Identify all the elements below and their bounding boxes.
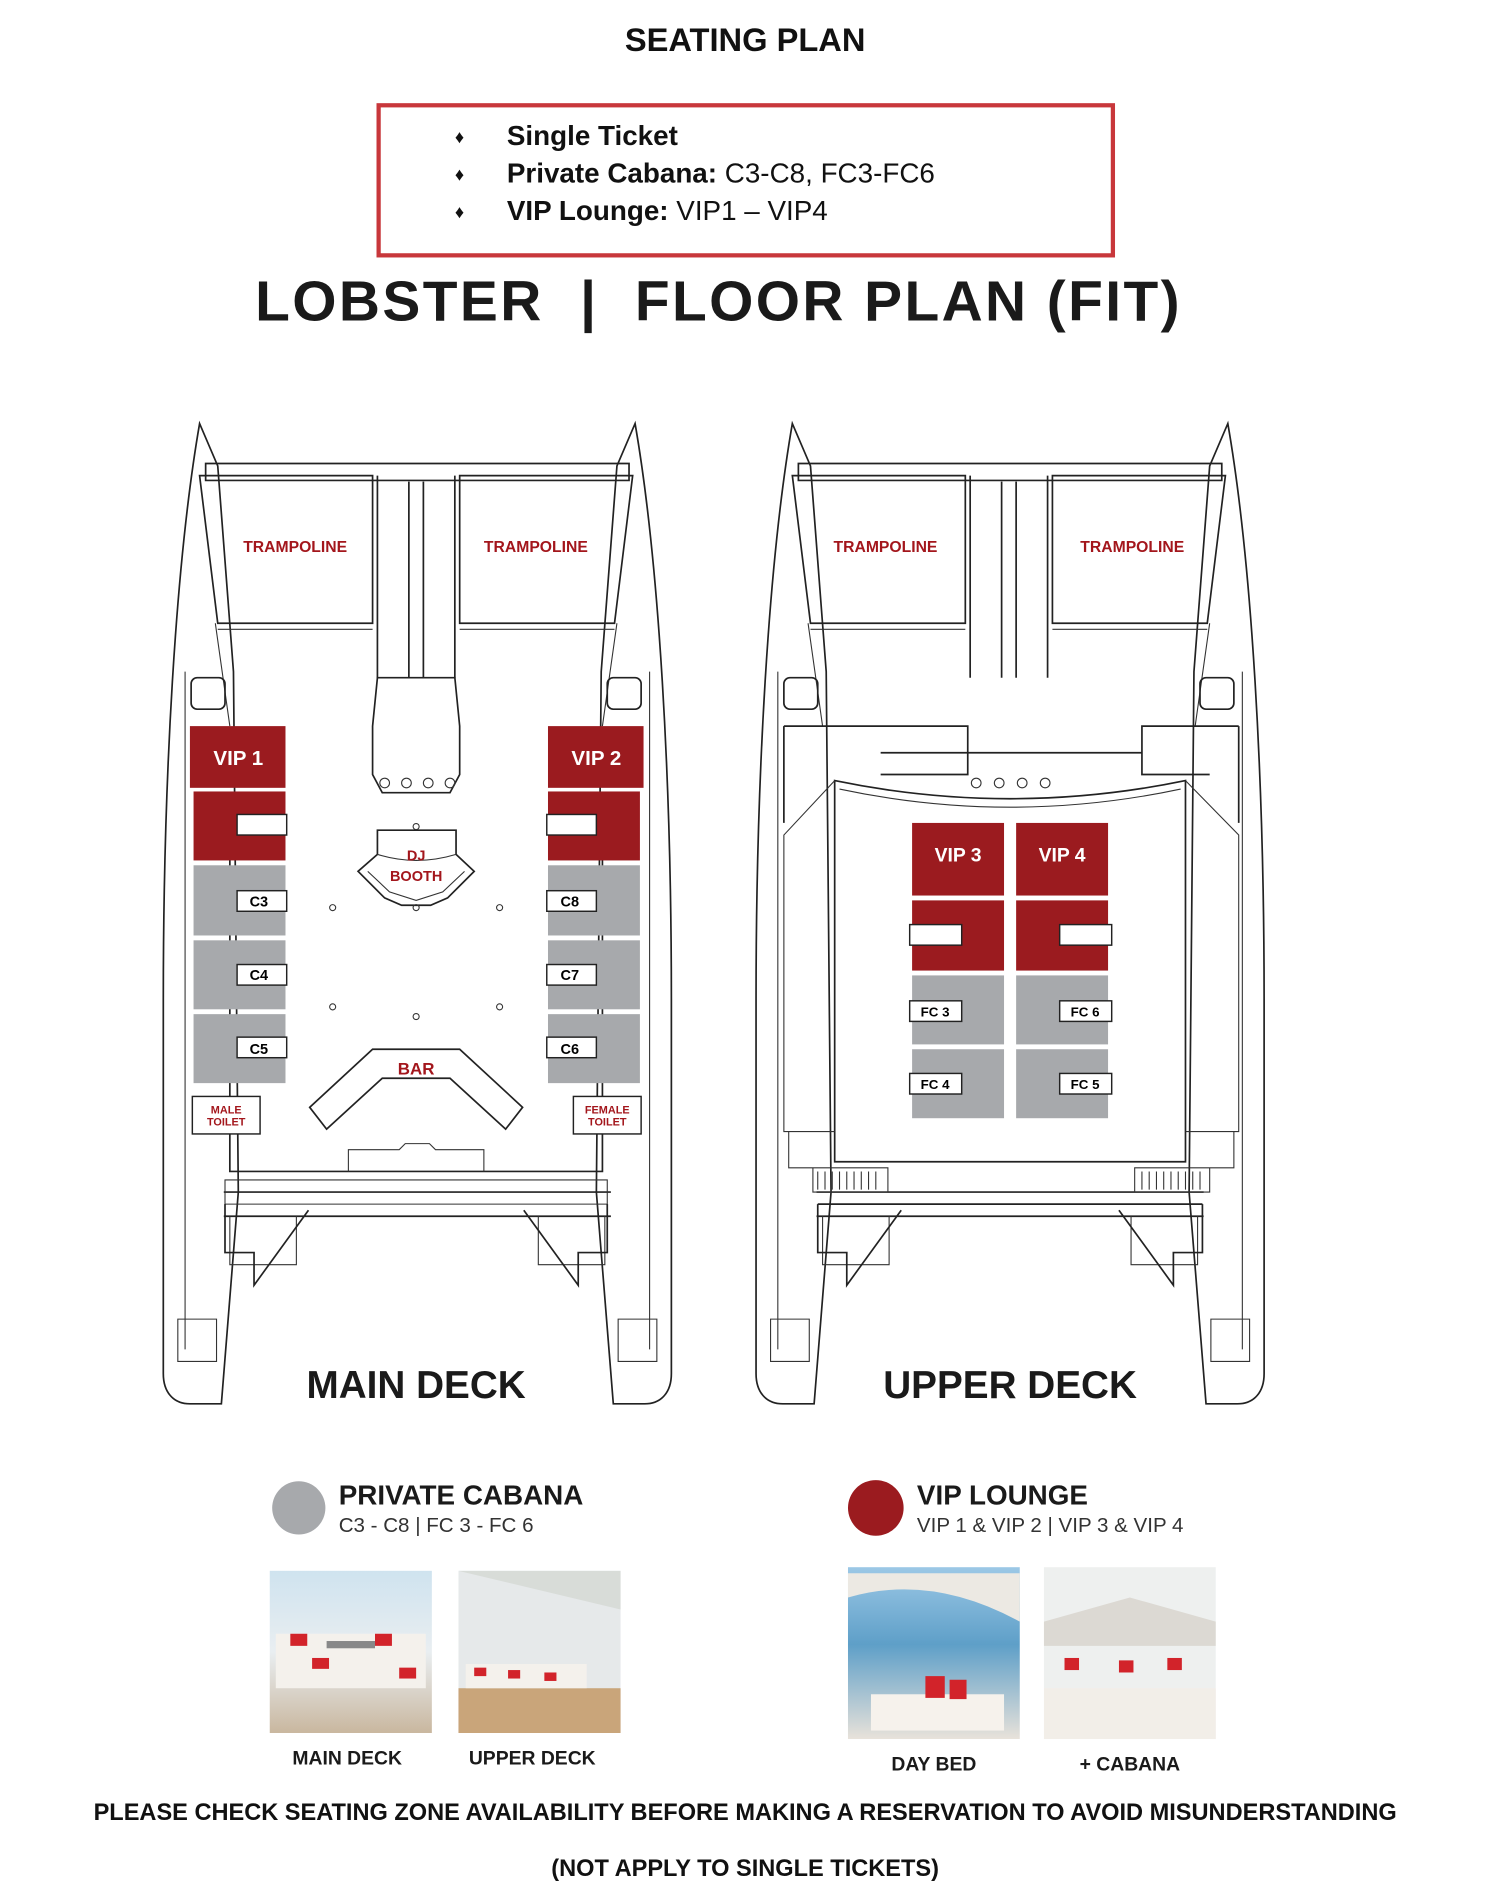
vip-3-zone[interactable]: VIP 3 [908,822,1005,971]
cabana-c3[interactable]: C3 [193,865,288,936]
bullet-icon: ♦ [455,202,464,222]
upper-deck-plan: TRAMPOLINE TRAMPOLINE VIP 3 VIP 4 FC 3 F… [755,422,1265,1575]
svg-text:PRIVATE CABANA: PRIVATE CABANA [339,1479,584,1510]
availability-notice: PLEASE CHECK SEATING ZONE AVAILABILITY B… [94,1799,1397,1825]
cabana-fc4[interactable]: FC 4 [908,1049,1005,1119]
female-toilet: FEMALE TOILET [572,1095,642,1135]
bar-label: BAR [398,1060,435,1079]
bullet-icon: ♦ [455,164,464,184]
legend-vip-lounge: VIP LOUNGE VIP 1 & VIP 2 | VIP 3 & VIP 4 [847,1479,1183,1537]
svg-text:C3 - C8 | FC 3 - FC 6: C3 - C8 | FC 3 - FC 6 [339,1514,534,1537]
ticket-item-single: Single Ticket [507,120,678,151]
vip-label: VIP 3 [935,845,982,867]
vip-label: VIP 1 [213,747,263,770]
ticket-item-vip: VIP Lounge: VIP1 – VIP4 [507,195,828,226]
cabana-label: C4 [250,968,269,984]
svg-text:MAIN DECK: MAIN DECK [292,1747,402,1769]
svg-text:VIP LOUNGE: VIP LOUNGE [917,1479,1088,1510]
gray-swatch-icon [272,1481,326,1535]
cabana-label: FC 4 [921,1077,950,1092]
booth-label: BOOTH [390,869,442,885]
svg-text:TOILET: TOILET [588,1116,627,1128]
single-ticket-note: (NOT APPLY TO SINGLE TICKETS) [551,1855,939,1881]
cabana-c4[interactable]: C4 [193,940,288,1010]
page-title: SEATING PLAN [625,21,866,58]
cabana-label: FC 3 [921,1005,950,1020]
trampoline-label: TRAMPOLINE [243,539,347,556]
bar: BAR [308,1048,524,1131]
svg-text:TOILET: TOILET [207,1116,246,1128]
cabana-label: C5 [250,1042,269,1058]
male-toilet: MALE TOILET [191,1095,261,1135]
svg-text:UPPER DECK: UPPER DECK [469,1747,596,1769]
dj-booth: DJ BOOTH [356,822,476,912]
cabana-label: C7 [560,968,579,984]
cabana-label: C3 [250,894,269,910]
floor-plan-title: LOBSTER | FLOOR PLAN (FIT) [255,271,1182,334]
cabana-c6[interactable]: C6 [546,1014,640,1084]
photo-upper-deck: UPPER DECK [458,1570,621,1769]
trampoline-label: TRAMPOLINE [1080,539,1184,556]
cabana-c5[interactable]: C5 [193,1014,288,1084]
vip-2-zone[interactable]: VIP 2 [546,726,644,861]
red-swatch-icon [847,1480,904,1536]
main-deck-plan: TRAMPOLINE TRAMPOLINE VIP 1 VIP 2 C3 C4 … [162,422,673,1575]
cabana-label: FC 5 [1071,1077,1100,1092]
trampoline-label: TRAMPOLINE [484,539,588,556]
svg-text:FEMALE: FEMALE [585,1104,630,1116]
cabana-c8[interactable]: C8 [546,865,640,936]
svg-text:DAY BED: DAY BED [891,1754,976,1776]
photo-day-bed: DAY BED [847,1567,1020,1776]
cabana-label: C6 [560,1042,579,1058]
photo-cabana: + CABANA [1043,1567,1216,1776]
svg-text:+ CABANA: + CABANA [1080,1754,1180,1776]
cabana-fc6[interactable]: FC 6 [1016,975,1113,1045]
photo-main-deck: MAIN DECK [269,1570,432,1769]
vip-1-zone[interactable]: VIP 1 [189,726,288,861]
cabana-fc5[interactable]: FC 5 [1016,1049,1113,1119]
cabana-label: C8 [560,894,579,910]
ticket-item-cabana: Private Cabana: C3-C8, FC3-FC6 [507,158,935,189]
ticket-types-box: ♦ ♦ ♦ Single Ticket Private Cabana: C3-C… [376,103,1116,258]
svg-text:MALE: MALE [211,1104,242,1116]
cabana-fc3[interactable]: FC 3 [908,975,1005,1045]
legend-private-cabana: PRIVATE CABANA C3 - C8 | FC 3 - FC 6 [272,1479,583,1537]
vip-4-zone[interactable]: VIP 4 [1016,822,1113,971]
svg-text:VIP 1 & VIP 2 | VIP 3 & VIP 4: VIP 1 & VIP 2 | VIP 3 & VIP 4 [917,1514,1183,1537]
vip-label: VIP 4 [1039,845,1086,867]
upper-deck-label: UPPER DECK [883,1364,1137,1407]
trampoline-label: TRAMPOLINE [834,539,938,556]
main-deck-label: MAIN DECK [306,1364,525,1407]
cabana-c7[interactable]: C7 [546,940,640,1010]
dj-label: DJ [407,848,426,864]
bullet-icon: ♦ [455,127,464,147]
vip-label: VIP 2 [571,747,621,770]
cabana-label: FC 6 [1071,1005,1100,1020]
